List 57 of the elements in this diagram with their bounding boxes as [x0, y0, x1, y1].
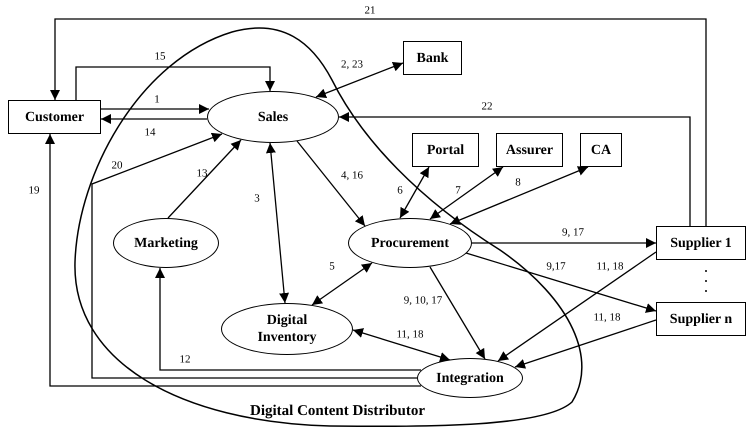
- process-ellipse: Sales: [207, 91, 339, 143]
- edge-label: 20: [112, 160, 122, 172]
- edge-label: 1: [154, 94, 160, 106]
- edge-label: 3: [254, 194, 260, 204]
- edge-label: 11, 18: [396, 330, 424, 340]
- edge-label: 13: [196, 168, 208, 180]
- connector-arrow: [466, 252, 656, 313]
- connector-arrow: [450, 166, 588, 225]
- connector-arrow: [352, 328, 450, 362]
- process-ellipse: Procurement: [348, 218, 472, 268]
- edge-label: 2, 23: [341, 60, 363, 70]
- entity-box: Portal: [412, 133, 479, 167]
- connector-arrow: [91, 132, 417, 379]
- edge-label: 9,17: [546, 262, 566, 272]
- process-ellipse: Integration: [417, 358, 523, 398]
- entity-box: Bank: [403, 41, 462, 75]
- process-ellipse: Digital Inventory: [221, 303, 353, 355]
- edge-label: 5: [329, 262, 335, 272]
- boundary-caption: Digital Content Distributor: [250, 404, 425, 419]
- connector-arrow: [472, 238, 656, 248]
- connector-arrow: [430, 166, 504, 220]
- edge-label: 7: [455, 186, 461, 196]
- edge-label: 12: [180, 354, 190, 366]
- edge-label: 11, 18: [596, 262, 624, 272]
- connector-arrow: [50, 18, 707, 226]
- process-ellipse: Marketing: [113, 218, 219, 268]
- edge-label: 15: [154, 52, 166, 62]
- edge-label: 11, 18: [593, 312, 621, 324]
- connector-arrow: [101, 104, 209, 114]
- connector-arrow: [498, 251, 656, 362]
- edge-label: 8: [515, 178, 521, 188]
- connector-arrow: [101, 114, 207, 124]
- edge-label: 14: [144, 128, 156, 138]
- connector-arrow: [399, 166, 430, 218]
- connector-arrow: [312, 262, 372, 306]
- connector-arrow: [155, 268, 421, 371]
- entity-box: CA: [580, 133, 622, 167]
- entity-box: Assurer: [496, 133, 563, 167]
- edge-label: 19: [28, 186, 40, 196]
- entity-box: Customer: [8, 100, 101, 134]
- edge-label: 21: [364, 6, 376, 16]
- edge-label: 22: [482, 102, 492, 112]
- connector-arrow: [514, 319, 656, 369]
- connector-arrow: [296, 140, 366, 226]
- connector-arrow: [429, 266, 486, 360]
- edge-label: 9, 10, 17: [404, 296, 442, 306]
- edge-label: 4, 16: [341, 170, 363, 182]
- connector-arrow: [316, 62, 404, 98]
- edge-label: 9, 17: [562, 228, 584, 238]
- connector-arrow: [168, 140, 242, 218]
- connector-arrow: [75, 66, 275, 100]
- entity-box: Supplier n: [656, 302, 746, 336]
- connector-arrow: [45, 134, 421, 387]
- entity-box: Supplier 1: [656, 226, 746, 260]
- connector-arrow: [339, 112, 691, 226]
- edge-label: 6: [397, 186, 403, 196]
- connector-arrow: [266, 142, 290, 304]
